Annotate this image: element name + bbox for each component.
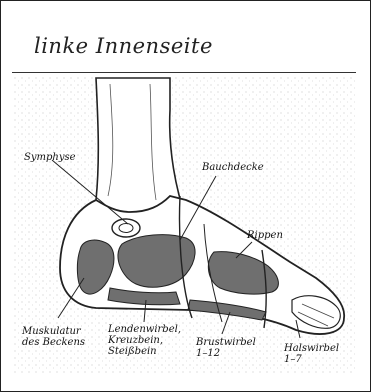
label-symphyse: Symphyse [24,152,76,163]
label-muskulatur: Muskulatur des Beckens [22,326,85,348]
label-brustwirbel: Brustwirbel 1–12 [196,337,256,359]
ankle-bone-inner [119,224,133,233]
label-rippen: Rippen [247,230,283,241]
label-lendenwirbel: Lendenwirbel, Kreuzbein, Steißbein [108,324,181,357]
label-bauchdecke: Bauchdecke [202,162,264,173]
label-halswirbel: Halswirbel 1–7 [284,343,339,365]
